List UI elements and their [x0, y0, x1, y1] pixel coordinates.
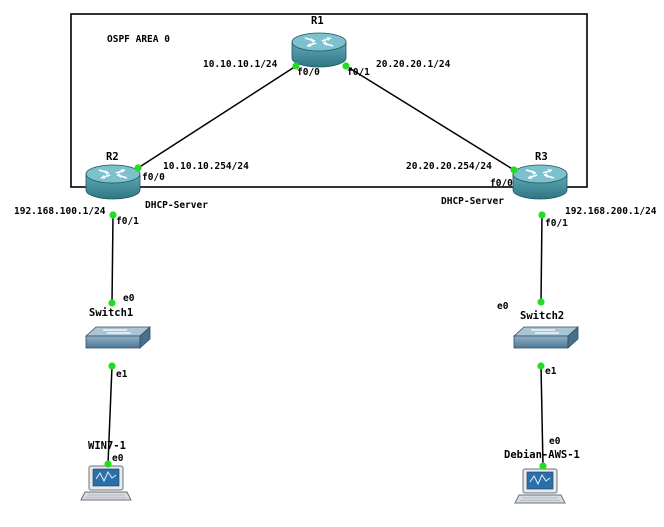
links [107, 65, 544, 467]
port-dot-switch2-e1 [537, 362, 545, 370]
win7-name: WIN7-1 [88, 440, 126, 452]
link-r1-r3 [345, 65, 515, 171]
router-r2-icon[interactable] [85, 164, 141, 200]
link-switch2-debian [540, 365, 544, 467]
port-dot-r2-f0-0 [134, 164, 142, 172]
port-dot-r1-f0-1 [342, 62, 350, 70]
switch1-port-e0: e0 [123, 293, 135, 304]
r2-lan-ip: 192.168.100.1/24 [14, 206, 106, 217]
switch2-port-e1: e1 [545, 366, 557, 377]
win7-pc-icon[interactable] [80, 465, 132, 501]
r1-link-r3-ip: 20.20.20.1/24 [376, 59, 451, 70]
r2-port-f0-0: f0/0 [142, 172, 165, 183]
link-switch1-win7 [107, 365, 113, 465]
link-r3-switch2 [540, 214, 543, 303]
win7-port-e0: e0 [112, 453, 124, 464]
port-dot-debian-e0 [539, 462, 547, 470]
r3-port-f0-0: f0/0 [490, 178, 513, 189]
debian-pc-icon[interactable] [514, 468, 566, 504]
port-dot-switch2-e0 [537, 298, 545, 306]
r1-port-f0-1: f0/1 [347, 67, 370, 78]
router-r2-role: DHCP-Server [145, 200, 208, 211]
port-dot-switch1-e1 [108, 362, 116, 370]
router-r1-name: R1 [311, 15, 324, 27]
r1-port-f0-0: f0/0 [297, 67, 320, 78]
r1-link-r2-ip: 10.10.10.1/24 [203, 59, 278, 70]
ospf-area-label: OSPF AREA 0 [107, 34, 170, 45]
r3-lan-ip: 192.168.200.1/24 [565, 206, 657, 217]
port-indicators [104, 62, 547, 470]
r2-link-r1-ip: 10.10.10.254/24 [163, 161, 249, 172]
switch2-icon[interactable] [513, 326, 579, 349]
debian-name: Debian-AWS-1 [504, 449, 580, 461]
router-r3-icon[interactable] [512, 164, 568, 200]
r3-port-f0-1: f0/1 [545, 218, 568, 229]
switch1-port-e1: e1 [116, 369, 128, 380]
debian-port-e0: e0 [549, 436, 561, 447]
link-r1-r2 [137, 65, 297, 169]
switch2-port-e0: e0 [497, 301, 509, 312]
link-r2-switch1 [111, 214, 114, 304]
ospf-area-boundary [70, 13, 588, 188]
switch1-icon[interactable] [85, 326, 151, 349]
port-dot-win7-e0 [104, 460, 112, 468]
switch2-name: Switch2 [520, 310, 565, 322]
port-dot-switch1-e0 [108, 299, 116, 307]
router-r1-icon[interactable] [291, 32, 347, 68]
r2-port-f0-1: f0/1 [116, 216, 139, 227]
router-r3-name: R3 [535, 151, 548, 163]
switch1-name: Switch1 [89, 307, 134, 319]
port-dot-r2-f0-1 [109, 211, 117, 219]
port-dot-r1-f0-0 [292, 62, 300, 70]
port-dot-r3-f0-0 [510, 166, 518, 174]
port-dot-r3-f0-1 [538, 211, 546, 219]
router-r2-name: R2 [106, 151, 119, 163]
router-r3-role: DHCP-Server [441, 196, 504, 207]
r3-link-r1-ip: 20.20.20.254/24 [406, 161, 492, 172]
